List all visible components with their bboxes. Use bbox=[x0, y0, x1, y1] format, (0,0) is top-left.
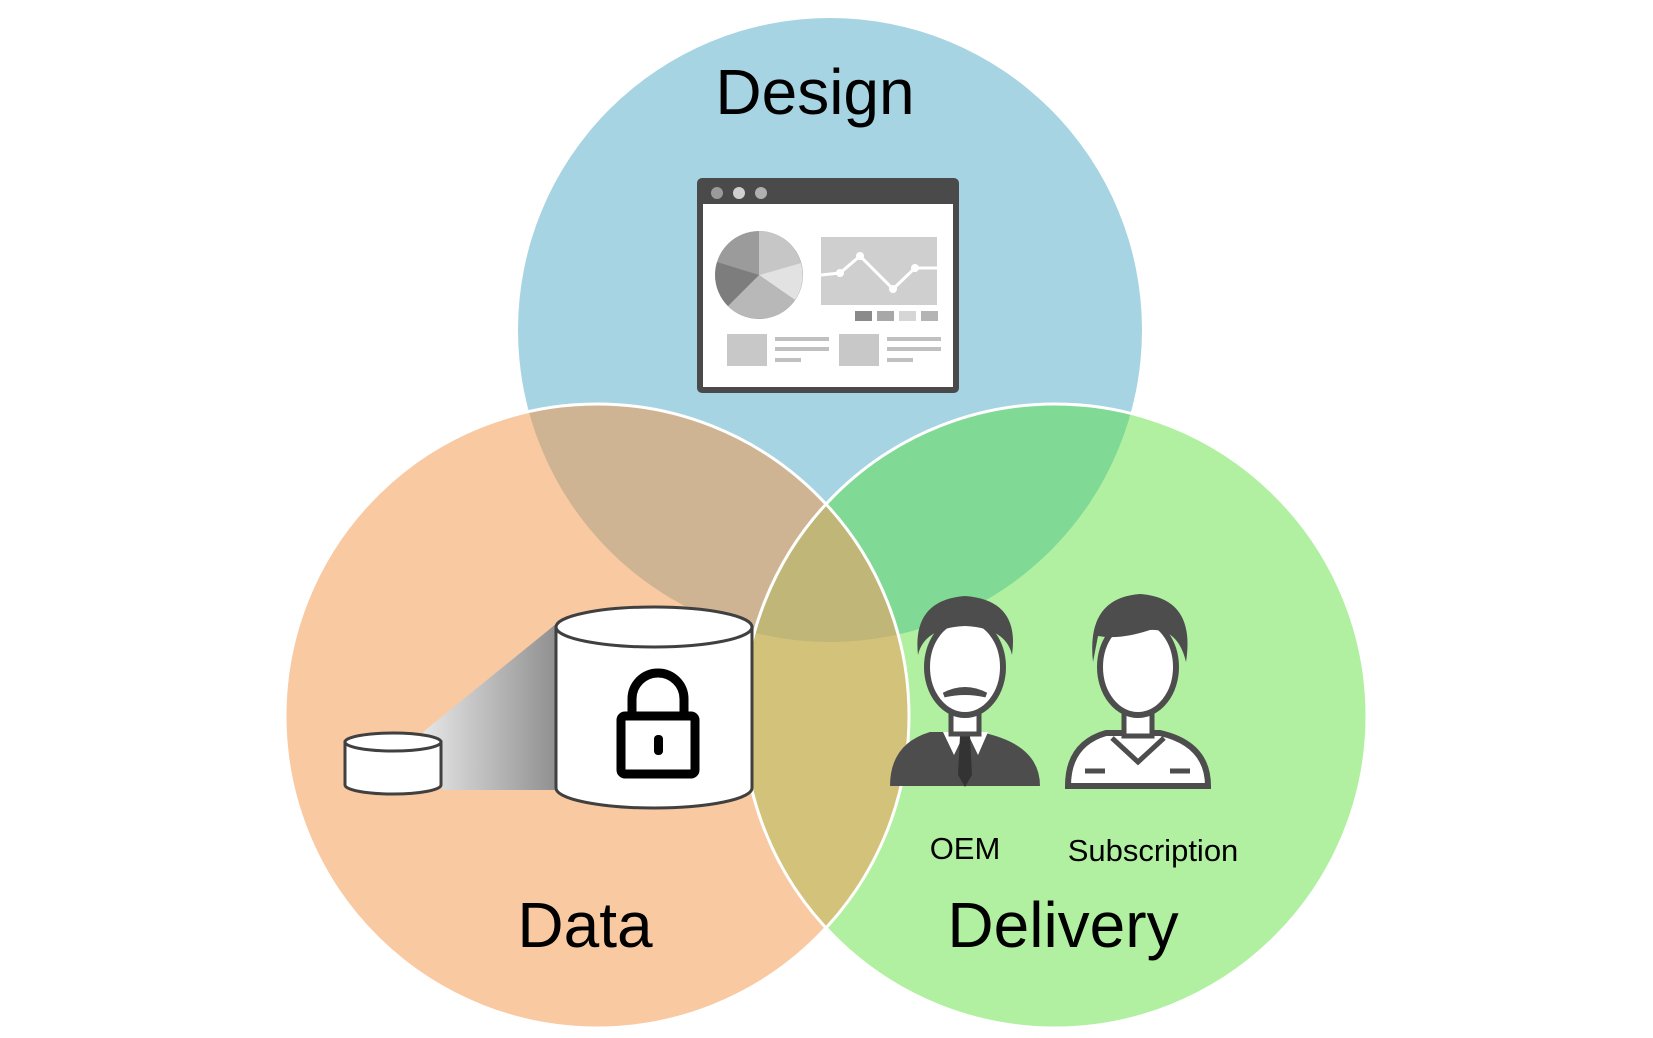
secure-database-icon bbox=[343, 605, 754, 810]
businessman-icon bbox=[890, 596, 1040, 787]
data-circle-outline bbox=[283, 402, 911, 1030]
design-label: Design bbox=[715, 56, 914, 128]
design-delivery-overlap bbox=[743, 404, 1142, 642]
dashboard-window-icon bbox=[697, 178, 959, 393]
user-icon bbox=[1064, 594, 1212, 789]
delivery-label: Delivery bbox=[947, 889, 1178, 961]
padlock-icon bbox=[616, 668, 700, 779]
subscription-label: Subscription bbox=[1068, 833, 1239, 868]
small-database-icon bbox=[343, 731, 443, 796]
design-data-overlap bbox=[518, 404, 909, 642]
data-label: Data bbox=[517, 889, 653, 961]
oem-label: OEM bbox=[930, 831, 1001, 866]
